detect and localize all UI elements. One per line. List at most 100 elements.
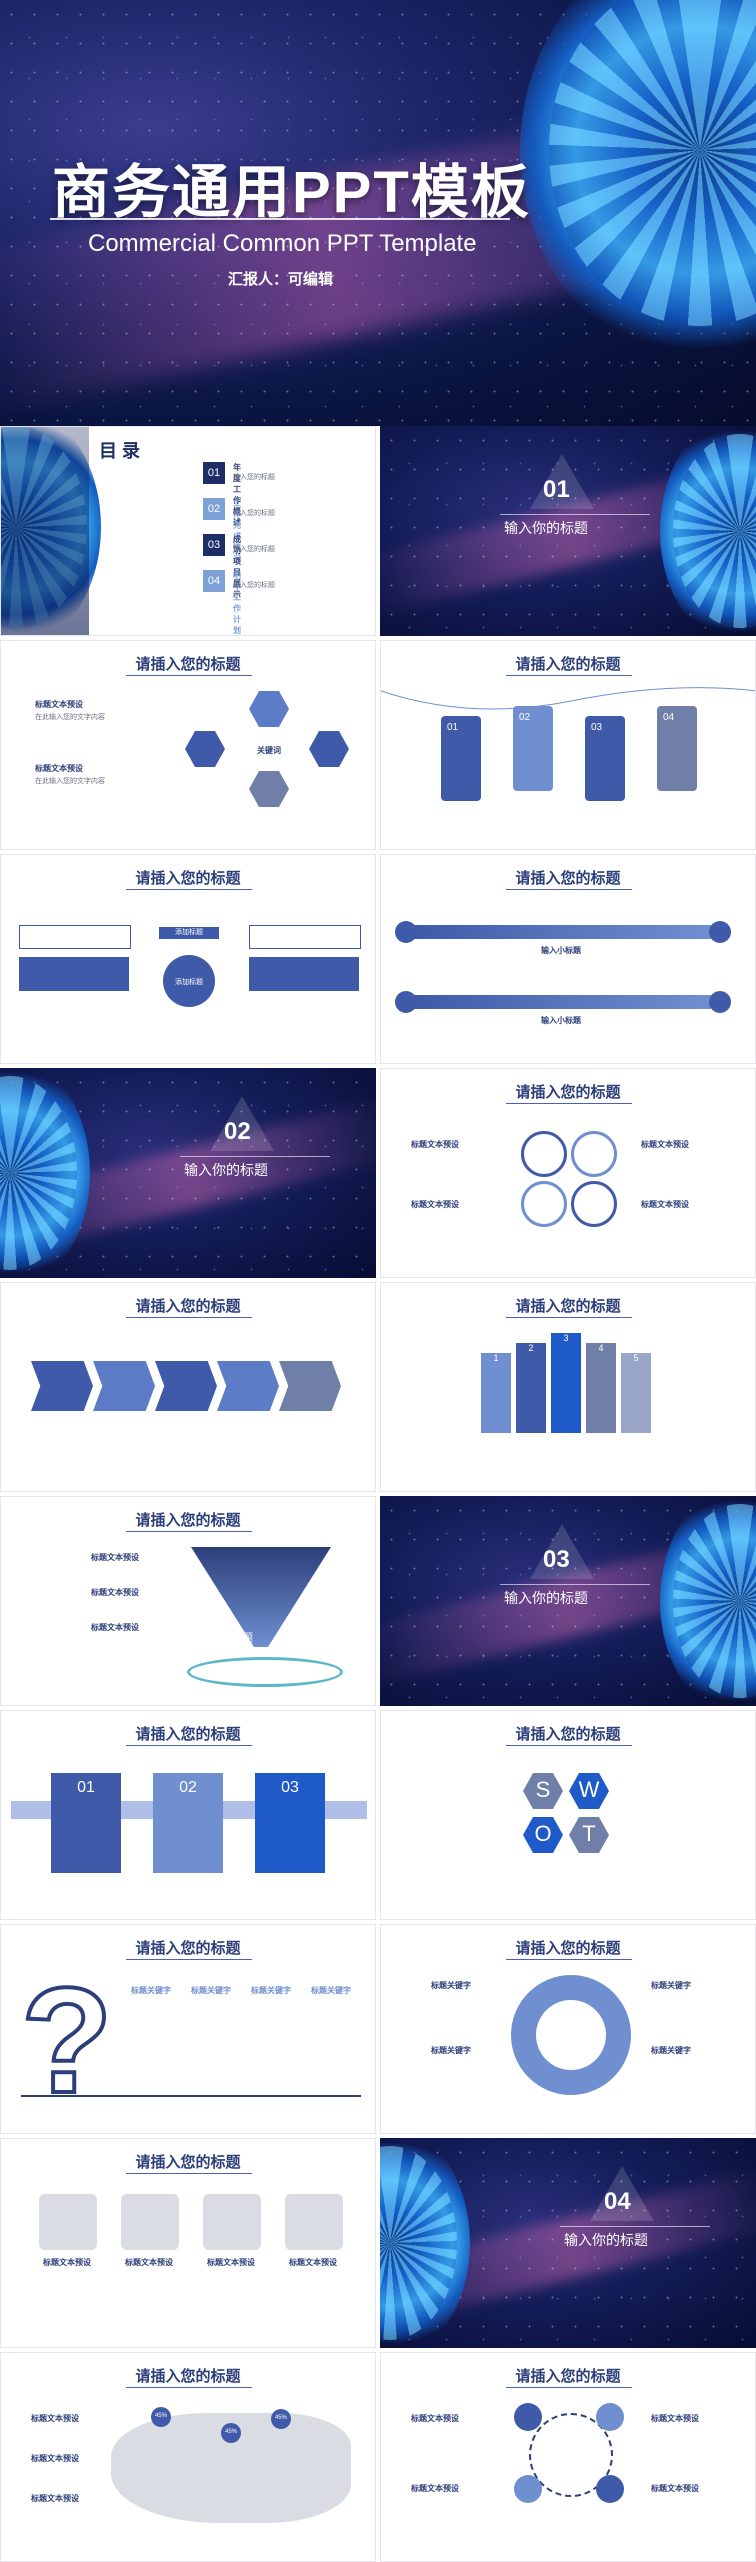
section-title: 输入你的标题 <box>564 2232 648 2248</box>
radial-ring <box>529 2413 613 2497</box>
title-underline <box>126 2173 252 2174</box>
slide-title: 请插入您的标题 <box>135 870 241 887</box>
cover-slide: 商务通用PPT模板 Commercial Common PPT Template… <box>0 0 756 426</box>
toc-item[interactable]: 02 工作完成情况 输入您的标题 <box>203 498 275 563</box>
edit-icon <box>521 1131 567 1177</box>
text-label: 标题文本预设 <box>35 764 83 773</box>
toc-heading: 目 录 <box>99 441 141 461</box>
map-pct: 45% <box>154 2413 167 2419</box>
toc-item-title: 成功项目展示 <box>233 535 241 599</box>
content-slide-steps[interactable]: 请插入您的标题 01 02 03 <box>0 1710 376 1920</box>
content-slide-icons[interactable]: 请插入您的标题 标题文本预设 标题文本预设 标题文本预设 标题文本预设 <box>380 1068 756 1278</box>
mid-label: 输入小标题 <box>541 1016 581 1025</box>
chat-icon <box>571 1131 617 1177</box>
content-slide-swot[interactable]: 请插入您的标题 S W O T <box>380 1710 756 1920</box>
content-slide-tags[interactable]: 请插入您的标题 01 02 03 04 <box>380 640 756 850</box>
slide-title: 请插入您的标题 <box>515 1940 621 1957</box>
content-slide-team[interactable]: 请插入您的标题 标题文本预设 标题文本预设 标题文本预设 标题文本预设 <box>0 2138 376 2348</box>
content-slide-flow[interactable]: 请插入您的标题 添加标题 添加标题 <box>0 854 376 1064</box>
swot-letter: S <box>535 1777 551 1802</box>
chevron-instagram[interactable] <box>155 1361 217 1411</box>
section-slide-03[interactable]: 03 输入你的标题 <box>380 1496 756 1706</box>
title-underline <box>126 1317 252 1318</box>
slide-title: 请插入您的标题 <box>515 656 621 673</box>
toc-item[interactable]: 01 年度工作概述 输入您的标题 <box>203 462 275 527</box>
text-label: 标题文本预设 <box>641 1140 689 1149</box>
radial-node <box>514 2403 542 2431</box>
content-slide-arrows[interactable]: 请插入您的标题 输入小标题 输入小标题 <box>380 854 756 1064</box>
text-box <box>249 925 361 949</box>
step-card[interactable]: 02 <box>153 1773 223 1873</box>
map-pin: 45% <box>221 2423 241 2443</box>
ring-label: 标题关键字 <box>431 2046 471 2055</box>
chevron-vimeo[interactable] <box>279 1361 341 1411</box>
member-name: 标题文本预设 <box>207 2258 255 2267</box>
toc-item-sub: 输入您的标题 <box>233 582 275 589</box>
section-triangle <box>530 454 594 509</box>
avatar <box>203 2194 261 2250</box>
stair-bar: 3 <box>551 1333 581 1433</box>
content-slide-cycle[interactable]: 请插入您的标题 标题文本预设 在此输入您的文字内容 标题文本预设 在此输入您的文… <box>0 640 376 850</box>
radial-node <box>596 2475 624 2503</box>
section-divider <box>560 2226 710 2227</box>
content-slide-map[interactable]: 请插入您的标题 45% 45% 45% 标题文本预设 标题文本预设 标题文本预设 <box>0 2352 376 2562</box>
section-triangle <box>210 1096 274 1151</box>
stair-bar: 4 <box>586 1343 616 1433</box>
step-number: 03 <box>281 1779 299 1796</box>
toc-num: 02 <box>203 498 225 520</box>
stair-bar: 2 <box>516 1343 546 1433</box>
arrow-bar <box>411 925 711 939</box>
step-card[interactable]: 03 <box>255 1773 325 1873</box>
pin-icon <box>571 1181 617 1227</box>
toc-side-panel <box>1 427 89 635</box>
section-number: 04 <box>604 2188 631 2215</box>
tag-card[interactable]: 01 <box>441 716 481 801</box>
title-underline <box>126 1745 252 1746</box>
toc-item[interactable]: 03 成功项目展示 输入您的标题 <box>203 534 275 599</box>
chevron-twitter[interactable] <box>31 1361 93 1411</box>
swot-t: T <box>569 1817 609 1853</box>
section-slide-02[interactable]: 02 输入你的标题 <box>0 1068 376 1278</box>
content-slide-question[interactable]: 请插入您的标题 ? 标题关键字 标题关键字 标题关键字 标题关键字 <box>0 1924 376 2134</box>
content-slide-radial[interactable]: 请插入您的标题 标题文本预设 标题文本预设 标题文本预设 标题文本预设 <box>380 2352 756 2562</box>
swot-letter: O <box>534 1821 552 1846</box>
mid-label: 输入小标题 <box>541 946 581 955</box>
slide-title: 请插入您的标题 <box>135 1726 241 1743</box>
funnel-label: 标题 <box>233 1633 253 1644</box>
funnel-shape <box>191 1547 331 1647</box>
content-slide-chevrons[interactable]: 请插入您的标题 <box>0 1282 376 1492</box>
section-title: 输入你的标题 <box>504 520 588 536</box>
tag-card[interactable]: 03 <box>585 716 625 801</box>
tag-card[interactable]: 02 <box>513 706 553 791</box>
section-slide-04[interactable]: 04 输入你的标题 <box>380 2138 756 2348</box>
cover-subtitle: Commercial Common PPT Template <box>88 230 477 257</box>
tag-card[interactable]: 04 <box>657 706 697 791</box>
swot-letter: W <box>578 1777 600 1802</box>
flower-image <box>660 1496 756 1706</box>
tag-number: 01 <box>447 722 459 733</box>
keyword-label: 关键词 <box>257 746 281 755</box>
step-card[interactable]: 01 <box>51 1773 121 1873</box>
member-name: 标题文本预设 <box>289 2258 337 2267</box>
toc-slide[interactable]: 目 录 01 年度工作概述 输入您的标题 02 工作完成情况 输入您的标题 03… <box>0 426 376 636</box>
chevron-check[interactable] <box>93 1361 155 1411</box>
radial-node <box>514 2475 542 2503</box>
text-label: 标题文本预设 <box>31 2454 79 2463</box>
ring-label: 标题关键字 <box>431 1981 471 1990</box>
hex-doc-icon <box>185 731 225 767</box>
rope-line <box>381 687 755 710</box>
text-label: 标题文本预设 <box>91 1553 139 1562</box>
title-underline <box>506 1745 632 1746</box>
content-slide-funnel[interactable]: 请插入您的标题 标题 标题文本预设 标题文本预设 标题文本预设 <box>0 1496 376 1706</box>
member-name: 标题文本预设 <box>125 2258 173 2267</box>
content-slide-ring[interactable]: 请插入您的标题 标题关键字 标题关键字 标题关键字 标题关键字 <box>380 1924 756 2134</box>
stair-number: 4 <box>598 1343 604 1353</box>
avatar <box>285 2194 343 2250</box>
section-slide-01[interactable]: 01 输入你的标题 <box>380 426 756 636</box>
toc-item[interactable]: 04 明年工作计划 输入您的标题 <box>203 570 275 635</box>
section-triangle <box>590 2166 654 2221</box>
stair-number: 1 <box>493 1353 499 1363</box>
toc-item-title: 工作完成情况 <box>233 499 241 563</box>
content-slide-stairs[interactable]: 请插入您的标题 1 2 3 4 5 <box>380 1282 756 1492</box>
chevron-facebook[interactable] <box>217 1361 279 1411</box>
